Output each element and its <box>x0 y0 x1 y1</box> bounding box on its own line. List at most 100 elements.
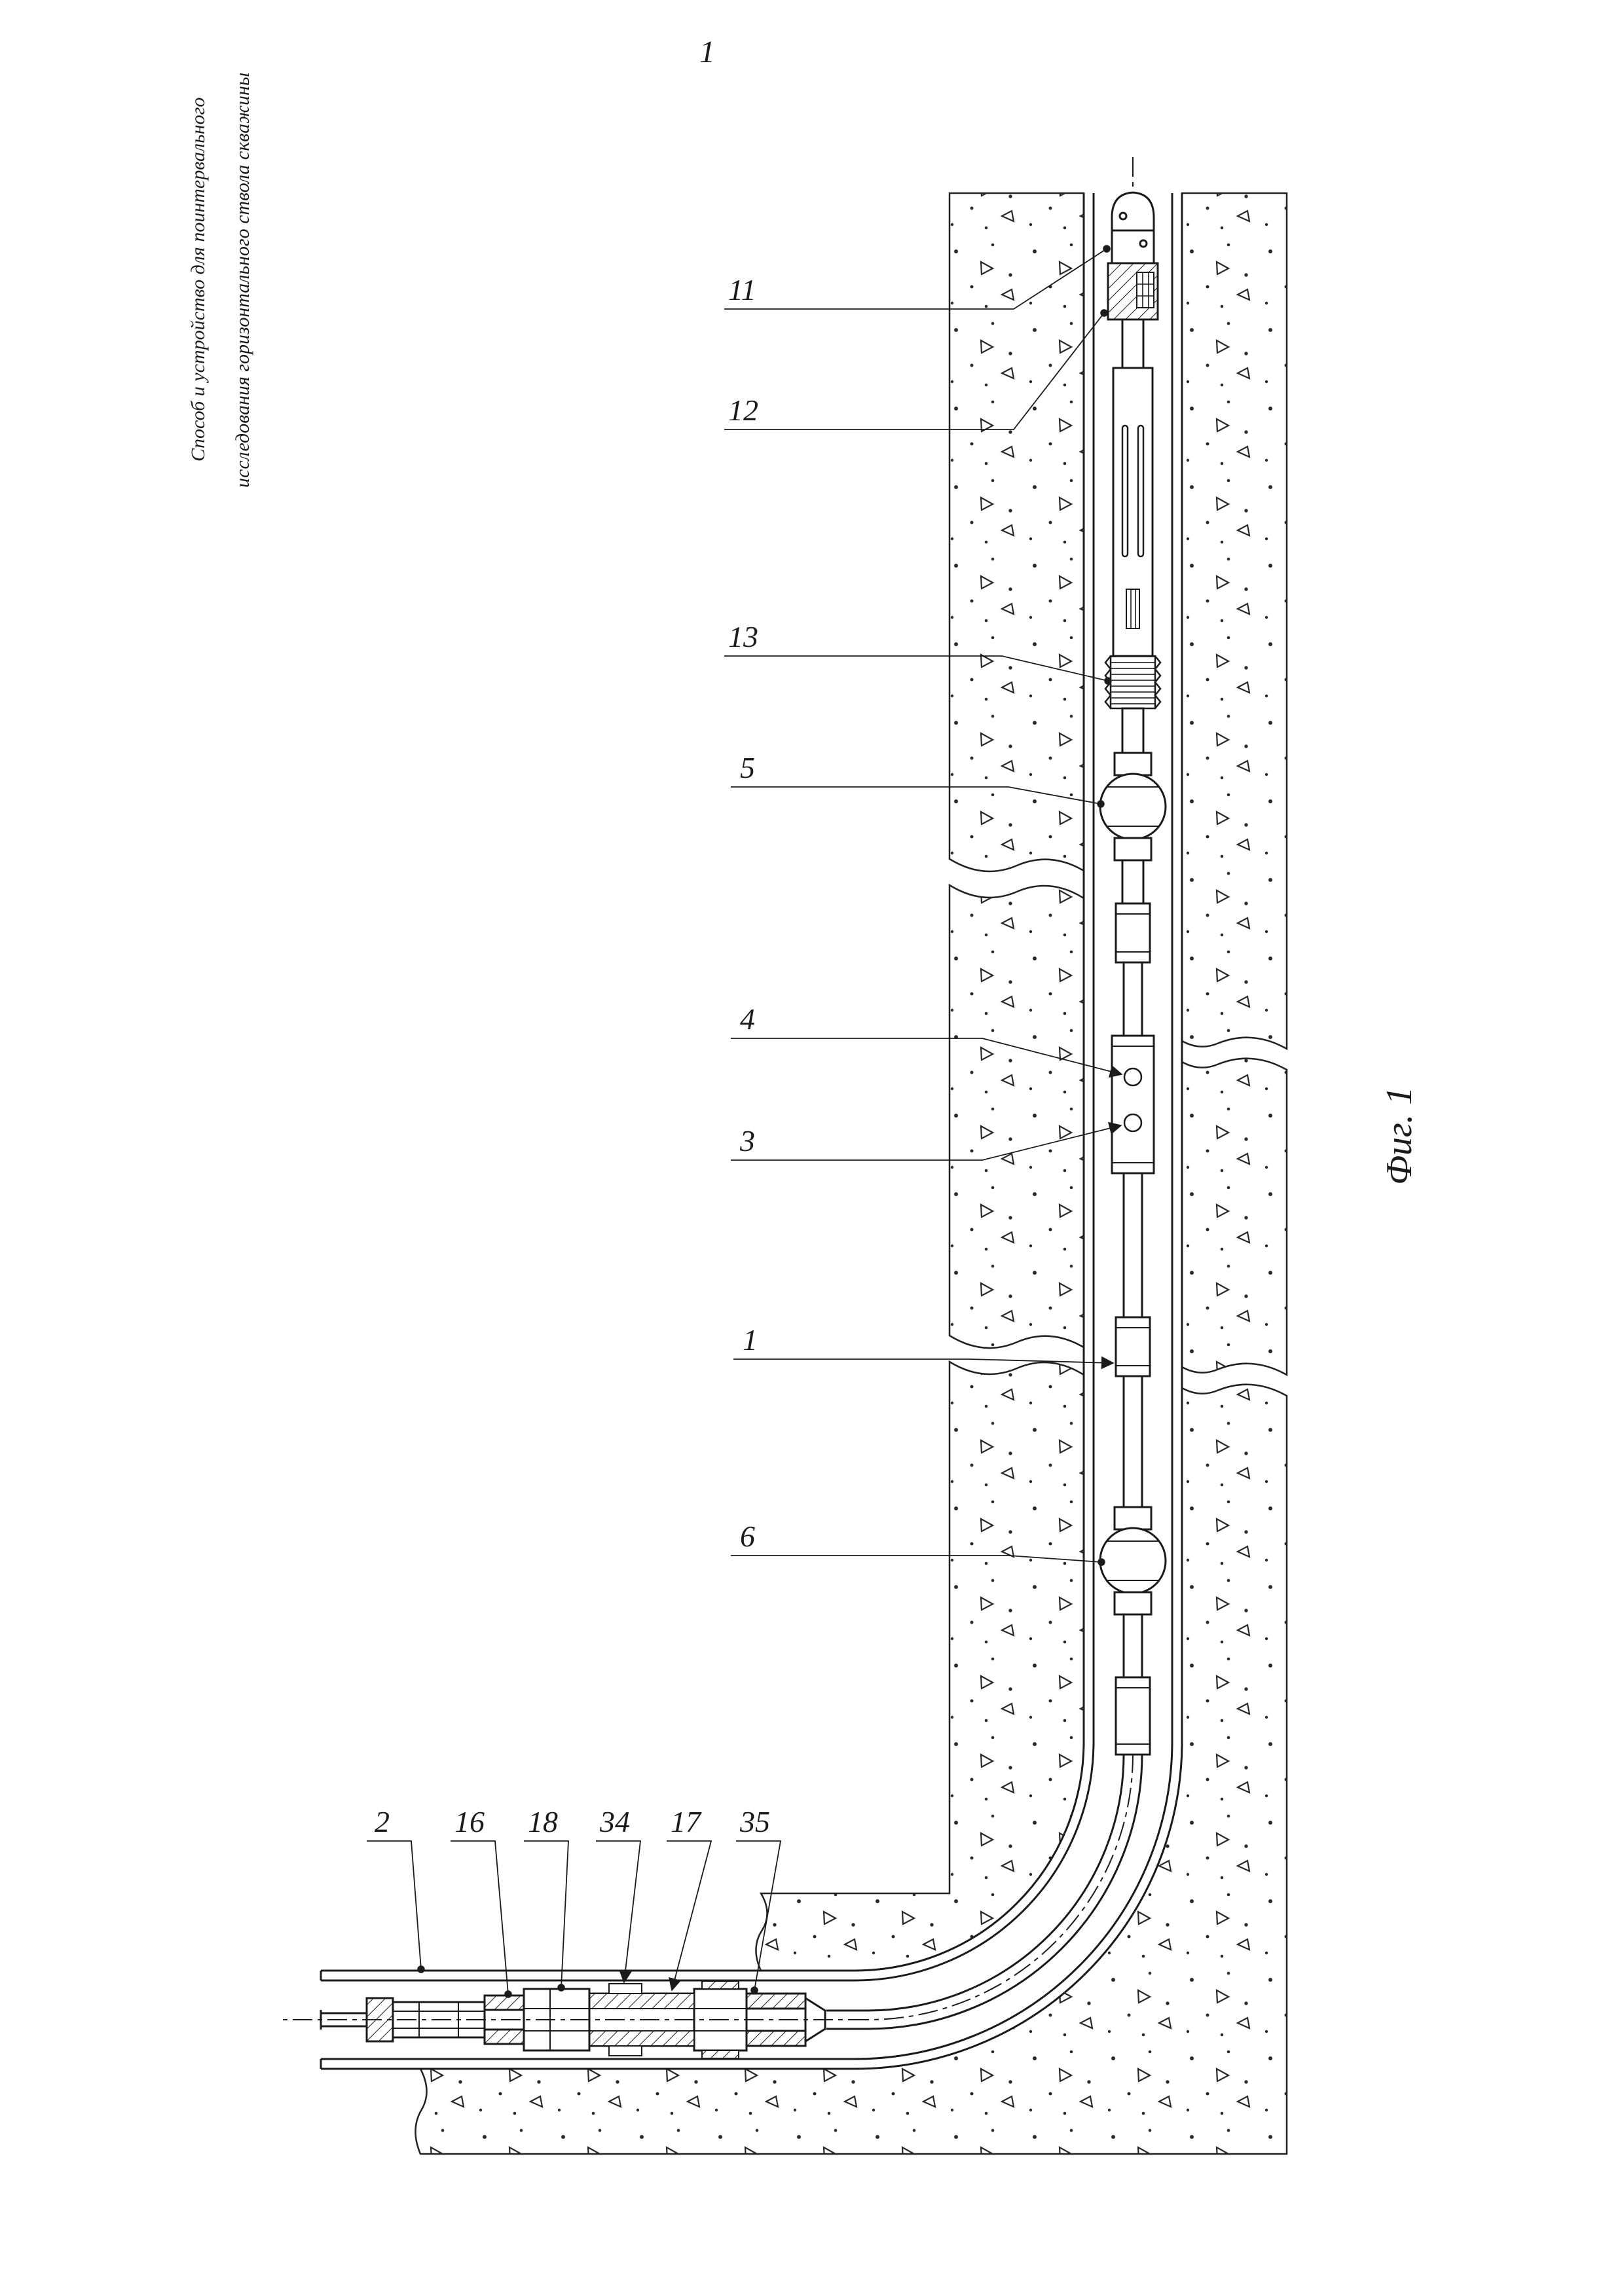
ref-leader-4 <box>731 1038 1123 1078</box>
tool-port-lower <box>1123 1113 1143 1133</box>
assembly-mandrel-lines <box>393 2002 485 2037</box>
assembly-packer-hatch-bottom <box>589 2030 695 2047</box>
ref-label-18-text: 18 <box>528 1805 558 1838</box>
ref-leader-6 <box>731 1555 1105 1566</box>
title-line-2: исследования горизонтального ствола сква… <box>232 73 253 488</box>
casing-wall-outer-left <box>321 193 1085 1972</box>
tool-sub-1 <box>1115 902 1151 964</box>
tool-end-sub-lines <box>1116 1687 1150 1745</box>
formation-right-middle <box>1181 1057 1288 1377</box>
ref-leader-13 <box>724 655 1112 685</box>
ref-label-1: 1 <box>733 1323 1115 1370</box>
ref-label-13: 13 <box>724 620 1112 685</box>
title-line-1: Способ и устройство для поинтервального <box>187 98 209 462</box>
tool-tube-3 <box>1122 1375 1143 1508</box>
ref-label-16-text: 16 <box>454 1805 485 1838</box>
tool-neck-2 <box>1121 707 1145 754</box>
ref-leader-3 <box>731 1121 1122 1161</box>
ref-label-11: 11 <box>724 245 1111 310</box>
tool-anchor <box>1109 655 1156 710</box>
formation-left-middle <box>948 883 1085 1349</box>
ref-leader-17 <box>667 1840 712 1992</box>
ref-label-12-text: 12 <box>728 393 758 427</box>
ref-leader-12 <box>724 309 1108 430</box>
tool-port-upper <box>1123 1067 1143 1087</box>
ref-label-34: 34 <box>596 1805 642 1984</box>
formation-right-upper <box>1181 192 1288 1051</box>
ref-leader-11 <box>724 245 1111 310</box>
page-number: 1 <box>699 35 715 69</box>
ball-joint-upper-collar-bottom <box>1113 837 1153 862</box>
assembly-block-top <box>608 1983 642 1994</box>
tool-tube-4 <box>1122 1613 1143 1679</box>
ball-joint-upper-seams <box>1107 786 1159 827</box>
ref-leader-2 <box>367 1840 425 1973</box>
tool-coupling-lines <box>1116 1327 1150 1366</box>
assembly-lug-bottom <box>701 2050 739 2059</box>
ref-label-3-text: 3 <box>739 1124 755 1157</box>
tool-head-grate <box>1136 272 1154 308</box>
ref-label-6-text: 6 <box>740 1520 755 1553</box>
tool-coupling <box>1115 1316 1151 1377</box>
ref-label-18: 18 <box>524 1805 569 1992</box>
tool-latch-grate-lines <box>1130 589 1136 629</box>
borehole-casing <box>320 193 1183 2070</box>
tool-slot-left <box>1121 424 1129 558</box>
tool-nose-bolt-2 <box>1139 239 1148 248</box>
tool-anchor-serration-right <box>1154 655 1162 709</box>
tool-neck-1 <box>1121 318 1145 369</box>
ref-label-5: 5 <box>731 751 1105 808</box>
casing-wall-outer-right <box>321 193 1183 2070</box>
assembly-block-bottom <box>608 2045 642 2056</box>
ref-label-16: 16 <box>451 1805 512 1998</box>
casing-wall-inner-left <box>321 193 1095 1982</box>
tool-end-sub <box>1115 1676 1151 1756</box>
tool-latch-grate <box>1126 589 1140 629</box>
ref-label-13-text: 13 <box>728 620 758 653</box>
ball-joint-upper <box>1099 773 1167 841</box>
tool-head-grate-lines <box>1137 272 1154 308</box>
assembly-body-right-bore-lines <box>694 2008 747 2032</box>
formation-left-lower <box>755 1360 1085 1972</box>
ref-label-17: 17 <box>667 1805 712 1992</box>
tool-nose-bolt-1 <box>1118 211 1128 221</box>
ref-label-2: 2 <box>367 1805 425 1973</box>
ref-label-35-text: 35 <box>739 1805 770 1838</box>
tool-ported-sub <box>1111 1034 1155 1175</box>
tool-tube-1 <box>1122 961 1143 1037</box>
ref-label-4: 4 <box>731 1002 1123 1078</box>
ref-label-35: 35 <box>736 1805 782 1994</box>
ref-leader-35 <box>736 1840 782 1994</box>
tool-tail-outer-wall <box>826 1754 1143 2030</box>
ref-leader-5 <box>731 786 1105 808</box>
ball-joint-lower-seams <box>1107 1540 1159 1581</box>
tool-tail-inner-wall <box>826 1754 1125 2012</box>
ref-label-5-text: 5 <box>740 751 755 784</box>
tool-ported-sub-lines <box>1112 1046 1154 1163</box>
ball-joint-upper-collar-top <box>1113 752 1153 776</box>
tool-tube-2 <box>1122 1172 1143 1319</box>
tool-string <box>826 191 1167 2030</box>
ref-leader-18 <box>524 1840 569 1992</box>
ref-label-4-text: 4 <box>740 1002 755 1036</box>
assembly-lug-top <box>701 1980 739 1990</box>
ref-label-3: 3 <box>731 1121 1122 1161</box>
ball-joint-lower-collar-bottom <box>1113 1591 1153 1616</box>
ref-label-34-text: 34 <box>599 1805 630 1838</box>
tool-neck-3 <box>1121 859 1145 905</box>
ref-leader-34 <box>596 1840 642 1984</box>
ref-leader-16 <box>451 1840 512 1998</box>
ball-joint-lower <box>1099 1527 1167 1595</box>
ref-label-6: 6 <box>731 1520 1105 1566</box>
centerline-vertical <box>867 157 1134 2020</box>
casing-wall-inner-right <box>321 193 1173 2060</box>
figure-caption: Фиг. 1 <box>1379 1087 1420 1185</box>
ball-joint-lower-collar-top <box>1113 1506 1153 1531</box>
ref-label-12: 12 <box>724 309 1108 430</box>
reference-labels: 11 12 13 5 4 3 1 6 <box>367 245 1123 1998</box>
tool-nose-cap <box>1111 191 1155 264</box>
ref-label-2-text: 2 <box>375 1805 390 1838</box>
ref-label-1-text: 1 <box>743 1323 758 1357</box>
